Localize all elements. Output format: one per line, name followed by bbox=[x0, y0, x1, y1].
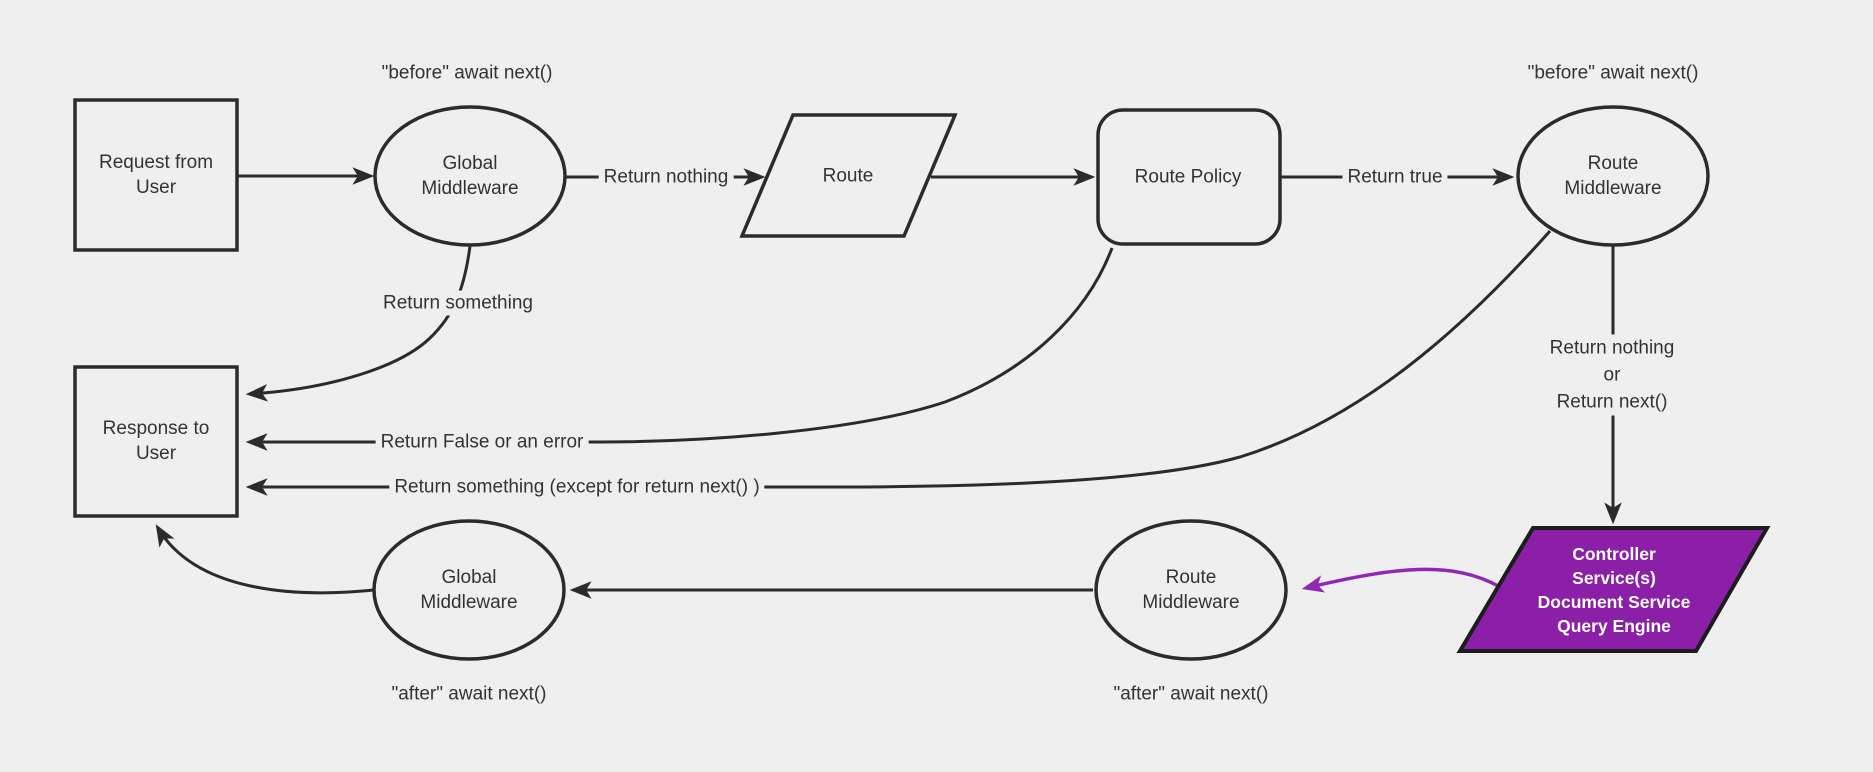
return-nothing-or-next-label: Return nothing or Return next() bbox=[1544, 334, 1680, 416]
return-true-label: Return true bbox=[1342, 164, 1448, 190]
before-await-next-left-annotation: "before" await next() bbox=[381, 62, 553, 84]
route-policy-node bbox=[1096, 108, 1282, 246]
edge-global-middleware-to-response bbox=[245, 245, 472, 402]
response-to-user-node bbox=[73, 365, 239, 518]
edge-global-middleware-bottom-to-response bbox=[155, 524, 375, 595]
controller-services-node bbox=[1456, 526, 1771, 653]
after-await-next-left-annotation: "after" await next() bbox=[391, 683, 547, 705]
route-middleware-top-node bbox=[1516, 105, 1710, 247]
edge-route-policy-to-response bbox=[245, 247, 1114, 451]
after-await-next-right-annotation: "after" await next() bbox=[1113, 683, 1269, 705]
route-node bbox=[739, 113, 958, 238]
return-something-except-label: Return something (except for return next… bbox=[389, 474, 765, 500]
return-false-or-error-label: Return False or an error bbox=[375, 429, 589, 455]
or-line: or bbox=[1603, 364, 1621, 386]
return-something-label: Return something bbox=[378, 290, 538, 316]
return-next-line: Return next() bbox=[1556, 391, 1668, 413]
global-middleware-bottom-node bbox=[372, 519, 566, 661]
edge-controller-to-route-middleware-bottom bbox=[1301, 567, 1501, 593]
before-await-next-right-annotation: "before" await next() bbox=[1527, 62, 1699, 84]
global-middleware-top-node bbox=[373, 105, 567, 247]
return-nothing-line: Return nothing bbox=[1549, 337, 1675, 359]
return-nothing-label: Return nothing bbox=[598, 164, 734, 190]
route-middleware-bottom-node bbox=[1094, 519, 1288, 661]
edge-route-middleware-to-response bbox=[245, 230, 1552, 496]
request-from-user-node bbox=[73, 98, 239, 252]
